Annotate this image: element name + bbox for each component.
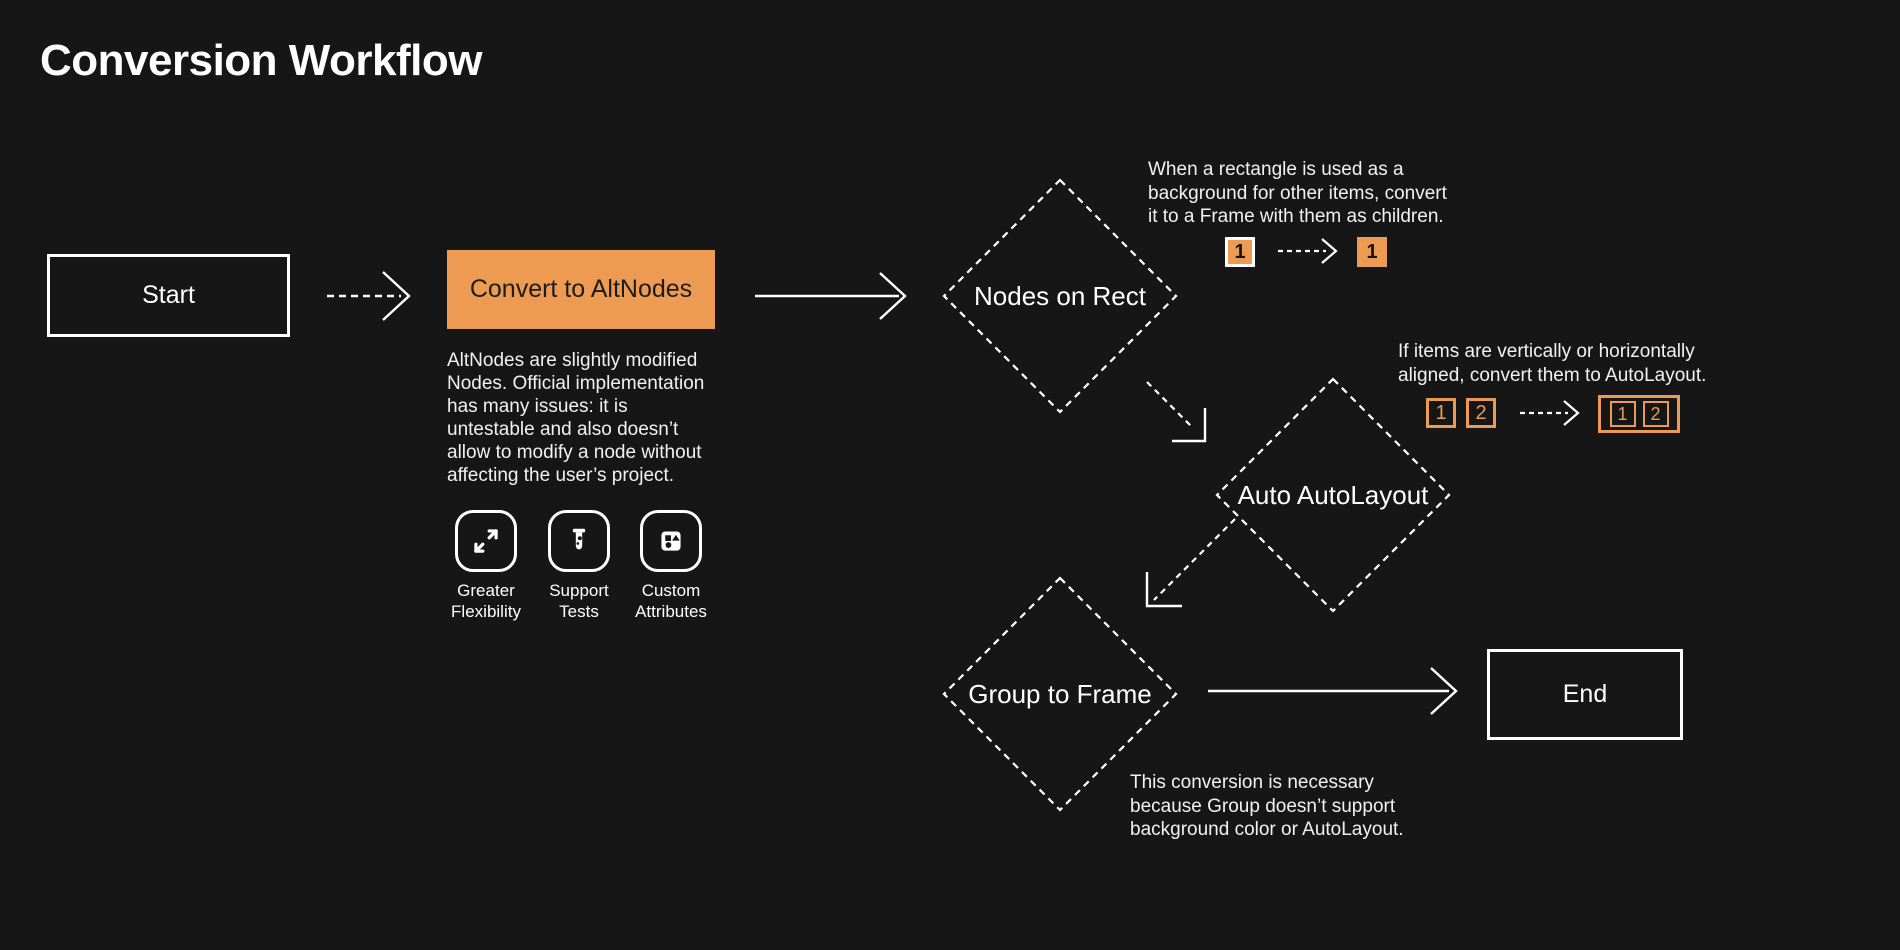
- annotation-group-to-frame: This conversion is necessary because Gro…: [1130, 772, 1404, 840]
- feature-custom-attributes[interactable]: Custom Attributes: [621, 510, 721, 622]
- test-tube-icon: [548, 510, 610, 572]
- shapes-icon: [640, 510, 702, 572]
- decision-label: Auto AutoLayout: [1237, 479, 1429, 510]
- result-2-badge: 2: [1642, 401, 1669, 427]
- annotation-nodes-on-rect: When a rectangle is used as a background…: [1148, 159, 1447, 227]
- feature-label: Custom Attributes: [635, 581, 707, 621]
- decision-auto-autolayout[interactable]: Auto AutoLayout: [1213, 375, 1453, 615]
- badge-value: 1: [1435, 401, 1447, 424]
- frame-result-badge: 1: [1357, 237, 1387, 267]
- feature-label: Greater Flexibility: [451, 581, 521, 621]
- arrow-items-to-autolayout: [1520, 400, 1580, 426]
- end-node-label: End: [1562, 680, 1608, 708]
- badge-value: 2: [1475, 401, 1487, 424]
- altnodes-description: AltNodes are slightly modified Nodes. Of…: [447, 350, 705, 486]
- feature-support-tests[interactable]: Support Tests: [529, 510, 629, 622]
- arrow-autolayout-to-group: [1145, 518, 1236, 608]
- decision-nodes-on-rect[interactable]: Nodes on Rect: [940, 176, 1180, 416]
- badge-value: 2: [1650, 403, 1661, 424]
- feature-greater-flexibility[interactable]: Greater Flexibility: [436, 510, 536, 622]
- item-2-badge: 2: [1466, 398, 1496, 428]
- result-1-badge: 1: [1609, 401, 1636, 427]
- decision-label: Nodes on Rect: [974, 280, 1146, 311]
- arrow-rect-to-frame: [1278, 238, 1338, 264]
- arrow-nodes-on-rect-to-autolayout: [1146, 381, 1207, 443]
- annotation-autolayout: If items are vertically or horizontally …: [1398, 341, 1707, 386]
- arrow-group-to-end: [1208, 667, 1458, 715]
- arrow-start-to-convert: [327, 271, 411, 321]
- start-node-label: Start: [142, 281, 195, 309]
- start-node[interactable]: Start: [47, 254, 290, 337]
- feature-label: Support Tests: [549, 581, 609, 621]
- end-node[interactable]: End: [1487, 649, 1683, 740]
- page-title: Conversion Workflow: [40, 36, 482, 85]
- badge-value: 1: [1366, 240, 1378, 263]
- autolayout-result-frame: 1 2: [1598, 395, 1680, 433]
- badge-value: 1: [1617, 403, 1628, 424]
- convert-to-altnodes-node[interactable]: Convert to AltNodes: [447, 250, 715, 329]
- rect-with-node-badge: 1: [1225, 237, 1255, 267]
- decision-label: Group to Frame: [968, 678, 1152, 709]
- decision-group-to-frame[interactable]: Group to Frame: [940, 574, 1180, 814]
- convert-to-altnodes-label: Convert to AltNodes: [469, 275, 693, 303]
- badge-value: 1: [1234, 240, 1246, 263]
- expand-icon: [455, 510, 517, 572]
- item-1-badge: 1: [1426, 398, 1456, 428]
- arrow-convert-to-nodes-on-rect: [755, 272, 907, 320]
